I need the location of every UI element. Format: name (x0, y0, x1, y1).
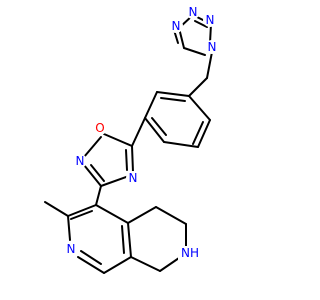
bond-benzene-c3-c4 (163, 141, 199, 148)
bond-pyridine-c4-c3-double (70, 210, 93, 220)
bond-oxadiazole-naphthyridine (95, 185, 102, 206)
atom-label-oxadiazole-o: O (95, 121, 104, 135)
atom-bg (203, 13, 217, 27)
bond-pyridine-c8a-c4a-double (121, 225, 125, 254)
bond-benzene-c5-c6 (144, 91, 158, 119)
bond-pyridine-c8a-c4a (127, 222, 132, 258)
atom-bg (205, 40, 219, 54)
bond-oxadiazole-c5-n4 (131, 145, 134, 173)
molecule-structure-diagram: N N N N O N N N NH (44, 5, 219, 274)
bond-pyridine-n2-c1 (77, 256, 105, 274)
bond-benzene-c4-c5-double (151, 117, 167, 136)
bond-benzene-c2-c3-double (192, 121, 204, 145)
atom-label-oxadiazole-n4: N (129, 171, 138, 185)
bond-oxadiazole-c5-n4-double (125, 149, 128, 171)
atom-labels: N N N N O N N N NH (64, 5, 219, 260)
bond-tetrazole-n1-c5 (183, 47, 206, 56)
bond-benzene-c6-c1 (156, 91, 190, 97)
bond-pyridine-c4-c3 (67, 204, 97, 217)
bond-benzene-c6-c1-double (160, 97, 186, 102)
atom-bg (178, 246, 200, 260)
bond-pyridine-n2-c1-double (80, 250, 102, 265)
atom-label-tetrazole-n1: N (208, 40, 217, 54)
atom-label-amine-nh: NH (181, 246, 199, 260)
bond-pyridine-c3-n2 (67, 215, 71, 241)
bond-sat-n7-c8 (159, 257, 180, 272)
atom-label-pyridine-n: N (67, 242, 76, 256)
bond-n1-ch2 (206, 51, 213, 79)
atom-label-tetrazole-n2: N (206, 13, 215, 27)
bond-benzene-c2-c3 (197, 119, 211, 148)
atom-label-tetrazole-n4: N (172, 19, 181, 33)
atom-bg (186, 5, 200, 19)
bond-pyridine-c1-c8a (103, 256, 132, 274)
bond-oxadiazole-c3-n4 (100, 175, 130, 187)
atom-label-tetrazole-n3: N (189, 5, 198, 19)
bond-pyridine-c3-methyl (44, 201, 69, 217)
bond-benzene-oxadiazole (131, 117, 146, 147)
atom-bg (93, 121, 107, 135)
bond-tetrazole-n2-n1 (209, 23, 212, 44)
bond-oxadiazole-n2-c3-double (90, 164, 105, 182)
bond-oxadiazole-o1-n2 (83, 136, 102, 158)
bond-benzene-c1-c2 (188, 95, 211, 121)
bond-benzene-c4-c5 (144, 117, 165, 143)
atom-bg (64, 242, 78, 256)
bond-sat-c5-c6 (155, 206, 187, 225)
bond-oxadiazole-c5-o1 (103, 133, 133, 147)
bond-sat-c8-c8a (130, 256, 161, 272)
bond-pyridine-c4a-c4 (95, 204, 129, 224)
atom-bg (126, 171, 140, 185)
atom-bg (169, 19, 183, 33)
atom-bg (73, 154, 87, 168)
bond-tetrazole-n3-n2-double (194, 20, 208, 28)
bond-sat-c4a-c5 (127, 206, 157, 224)
bond-oxadiazole-n2-c3 (83, 164, 102, 187)
bond-ch2-benzene (188, 77, 208, 97)
atom-label-oxadiazole-n2: N (76, 154, 85, 168)
bonds (44, 14, 213, 274)
